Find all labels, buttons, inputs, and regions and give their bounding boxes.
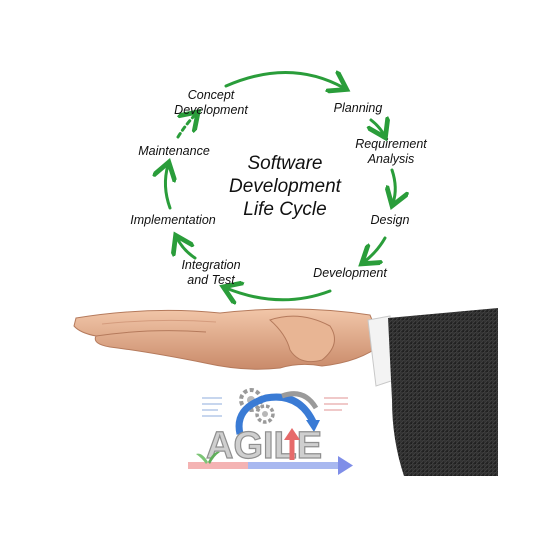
arrow-implementation-to-maintenance: [165, 165, 170, 210]
document-lines-icon: [202, 397, 222, 417]
stage-maintenance: Maintenance: [138, 144, 210, 158]
suit-sleeve: [388, 308, 498, 476]
gray-arrow-icon: [281, 391, 319, 410]
stage-integration-and-test: Integration and Test: [181, 258, 241, 287]
stage-design: Design: [370, 213, 410, 227]
stage-implementation: Implementation: [130, 213, 216, 227]
stage-concept-development: Concept Development: [174, 88, 248, 117]
agile-logo-graphic: AGILE: [188, 388, 353, 475]
thumb: [269, 315, 335, 363]
arrow-design-to-development: [364, 236, 387, 262]
arrow-integration-to-implementation: [177, 238, 197, 260]
document-lines-icon-right: [324, 397, 348, 411]
arrow-maintenance-to-concept: [176, 114, 196, 139]
stage-development: Development: [313, 266, 387, 280]
agile-text: AGILE: [206, 425, 322, 467]
cycle-arrow-icon: [235, 393, 318, 435]
plant-icon: [196, 451, 220, 464]
arrow-development-to-integration: [226, 288, 332, 300]
diagram-title: Software Development Life Cycle: [229, 153, 341, 220]
agile-logo: AGILE: [188, 384, 358, 479]
arrow-planning-to-requirement: [371, 120, 384, 135]
open-palm: [73, 308, 383, 370]
stage-planning: Planning: [333, 101, 383, 115]
arrow-concept-to-planning: [224, 72, 344, 88]
arrow-requirement-to-design: [392, 168, 395, 203]
stage-requirement-analysis: Requirement Analysis: [355, 137, 427, 166]
